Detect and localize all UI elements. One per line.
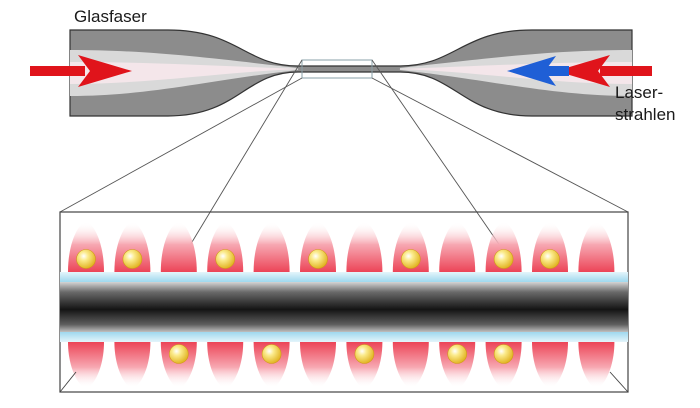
zoom-projection-lines	[59, 59, 629, 267]
trapped-atom-top	[400, 249, 421, 269]
fiber-core-glow-left	[70, 62, 300, 84]
zoom-box-corner-bottom-right	[609, 371, 629, 393]
lattice-zoom-box	[59, 211, 629, 393]
trapped-atom-top	[540, 249, 560, 269]
cladding-top	[60, 272, 628, 282]
lattice-lobe-bottom	[68, 342, 104, 388]
trapped-atom-top	[122, 249, 143, 269]
trapped-atom-top	[308, 249, 328, 269]
top-trapped-atoms	[76, 249, 560, 269]
zoom-region	[301, 59, 373, 79]
lattice-lobe-bottom	[578, 342, 615, 388]
trapped-atom-bottom	[493, 344, 514, 364]
trapped-atom-top	[76, 249, 96, 269]
lattice-lobe-top	[253, 222, 290, 272]
top-lattice-lobes	[68, 222, 615, 272]
trapped-atom-bottom	[261, 344, 282, 364]
laser-label-line1: Laser-	[615, 83, 663, 102]
tapered-fiber	[69, 29, 633, 117]
lattice-lobe-bottom	[532, 342, 568, 388]
laser-label-line2: strahlen	[615, 105, 675, 124]
lattice-lobe-top	[439, 222, 476, 272]
laser-arrow-right-blue	[507, 56, 569, 86]
lattice-lobe-top	[578, 222, 615, 272]
trapped-atom-bottom	[447, 344, 468, 364]
bottom-lattice-lobes	[68, 342, 615, 388]
lattice-lobe-bottom	[392, 342, 429, 388]
trapped-atom-bottom	[169, 344, 189, 364]
trapped-atom-top	[493, 249, 514, 269]
fiber-core-cylinder	[60, 282, 628, 332]
bottom-trapped-atoms	[169, 344, 514, 364]
fiber-body	[69, 29, 633, 117]
laser-arrow-left	[30, 55, 132, 87]
lattice-lobe-bottom	[300, 342, 336, 388]
trapped-atom-top	[215, 249, 235, 269]
cladding-bottom	[60, 332, 628, 342]
lattice-lobe-top	[160, 222, 197, 272]
lattice-lobe-top	[346, 222, 383, 272]
lattice-lobe-bottom	[114, 342, 151, 388]
fiber-label: Glasfaser	[74, 7, 147, 26]
laser-arrow-right-red	[556, 55, 652, 87]
zoom-box-corner-bottom-left	[59, 371, 77, 393]
lattice-lobe-bottom	[207, 342, 244, 388]
trapped-atom-bottom	[354, 344, 375, 364]
